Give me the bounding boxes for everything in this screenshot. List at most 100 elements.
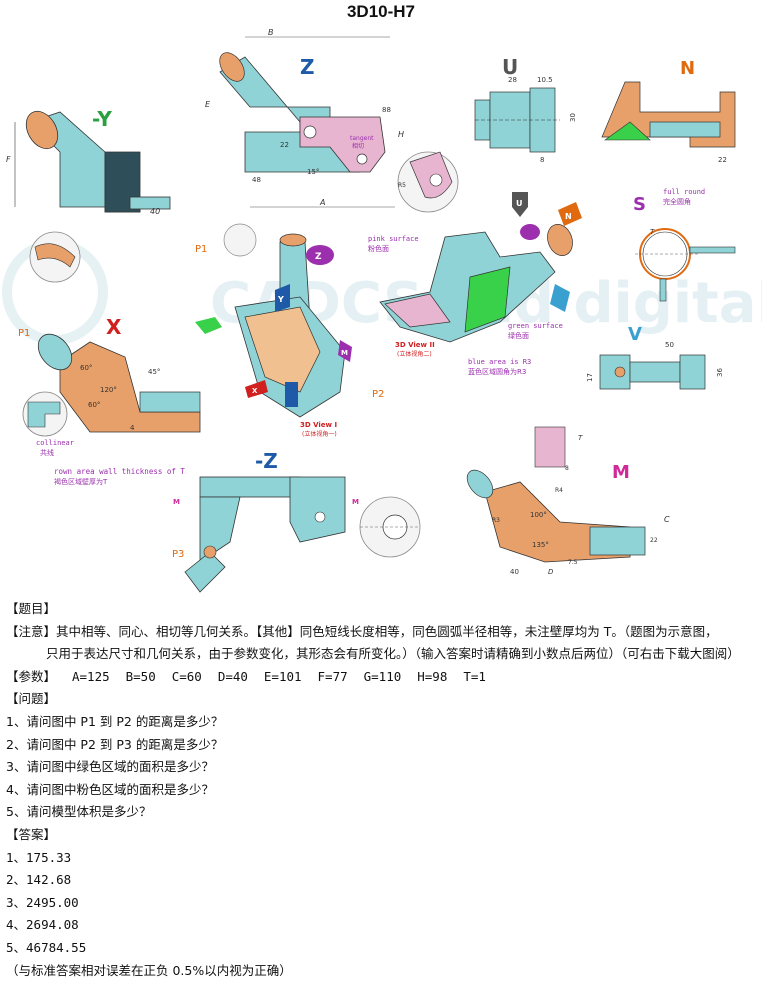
- view-u: U 28 10.5 30 8: [475, 55, 577, 164]
- dim-135-m: 135°: [532, 541, 549, 549]
- dim-50-v: 50: [665, 341, 674, 349]
- question-2: 2、请问图中 P2 到 P3 的距离是多少？: [6, 734, 756, 757]
- param-g: G=110: [364, 669, 402, 684]
- params-row: 【参数】 A=125 B=50 C=60 D=40 E=101 F=77 G=1…: [6, 666, 756, 689]
- params-label: 【参数】: [6, 669, 56, 684]
- label-pink-surface: pink surface: [368, 235, 419, 243]
- heading-problem: 【题目】: [6, 598, 756, 621]
- view-x: X P1 60° 120° 45° 60° 4 collinear 共线 row…: [18, 315, 200, 486]
- dim-r3-m: R3: [492, 517, 500, 524]
- dim-r5-z: R5: [398, 182, 406, 189]
- dim-t-s: T: [650, 228, 655, 236]
- view-label-x: X: [106, 315, 122, 339]
- note-line-1: 【注意】其中相等、同心、相切等几何关系。【其他】同色短线长度相等，同色圆弧半径相…: [6, 621, 756, 644]
- note-line-2: 只用于表达尺寸和几何关系，由于参数变化，其形态会有所变化。）（输入答案时请精确到…: [6, 643, 756, 666]
- label-tangent: tangent: [350, 135, 374, 142]
- label-tangent-cn: 相切: [352, 142, 364, 150]
- question-5: 5、请问模型体积是多少？: [6, 801, 756, 824]
- label-blue-area-cn: 蓝色区域圆角为R3: [468, 367, 526, 376]
- label-green-surface-cn: 绿色面: [508, 331, 529, 340]
- param-b: B=50: [126, 669, 156, 684]
- dim-22-z: 22: [280, 141, 289, 149]
- dim-7-5-m: 7.5: [568, 559, 578, 566]
- label-full-round: full round: [663, 188, 705, 196]
- dim-c-m: C: [664, 515, 670, 524]
- arrow-x-label: X: [252, 387, 258, 395]
- param-h: H=98: [417, 669, 447, 684]
- dim-60b-x: 60°: [88, 401, 100, 409]
- view-neg-z: -Z P3 M M: [172, 449, 420, 592]
- param-f: F=77: [318, 669, 348, 684]
- dim-h-z: H: [398, 130, 404, 139]
- point-p1-x: P1: [18, 328, 30, 339]
- dim-10-5-u: 10.5: [537, 76, 553, 84]
- dim-17-v: 17: [586, 373, 594, 382]
- question-1: 1、请问图中 P1 到 P2 的距离是多少？: [6, 711, 756, 734]
- dim-b-z: B: [268, 28, 274, 37]
- view-label-v: V: [628, 324, 642, 345]
- param-d: D=40: [218, 669, 248, 684]
- m-marker-right: M: [352, 498, 359, 506]
- dim-8-u: 8: [540, 156, 544, 164]
- label-collinear-cn: 共线: [40, 448, 54, 457]
- dim-100-m: 100°: [530, 511, 547, 519]
- view-n: N 22: [602, 58, 735, 164]
- view-label-s: S: [633, 194, 646, 215]
- dim-28-u: 28: [508, 76, 517, 84]
- param-t: T=1: [463, 669, 486, 684]
- m-marker-left: M: [173, 498, 180, 506]
- drawing-canvas: CADCS cad digital competition -Y F 40 B …: [0, 22, 762, 597]
- arrow-u-label: U: [516, 199, 523, 208]
- dim-d-m: D: [548, 568, 554, 576]
- dim-60-x: 60°: [80, 364, 92, 372]
- arrow-m-label: M: [341, 349, 348, 357]
- answer-5: 5、46784.55: [6, 937, 756, 960]
- answer-4: 4、2694.08: [6, 914, 756, 937]
- label-brown-area: rown area wall thickness of T: [54, 467, 185, 476]
- point-p2: P2: [372, 389, 384, 400]
- view-label-z: Z: [300, 55, 315, 79]
- view-z: B A 22 48 15° 88 E H tangent 相切 Z R5: [205, 28, 458, 212]
- page-title: 3D10-H7: [0, 2, 762, 22]
- dim-36-v: 36: [716, 368, 724, 377]
- view-label-3d-2-cn: (立体视角二): [397, 350, 432, 358]
- dim-15-z: 15°: [307, 168, 319, 176]
- heading-questions: 【问题】: [6, 688, 756, 711]
- view-label-n: N: [680, 58, 695, 79]
- arrow-n-label: N: [565, 212, 572, 221]
- label-collinear: collinear: [36, 439, 74, 447]
- view-label-3d-2: 3D View II: [395, 341, 435, 349]
- dim-40: 40: [150, 207, 160, 216]
- dim-a-z: A: [319, 198, 325, 207]
- view-label-m: M: [612, 462, 630, 483]
- view-label-3d-1: 3D View I: [300, 421, 337, 429]
- answer-1: 1、175.33: [6, 847, 756, 870]
- answer-3: 3、2495.00: [6, 892, 756, 915]
- question-3: 3、请问图中绿色区域的面积是多少？: [6, 756, 756, 779]
- question-4: 4、请问图中粉色区域的面积是多少？: [6, 779, 756, 802]
- point-p3: P3: [172, 549, 184, 560]
- point-p1: P1: [195, 244, 207, 255]
- param-a: A=125: [72, 669, 110, 684]
- answer-2: 2、142.68: [6, 869, 756, 892]
- arrow-y-label: Y: [277, 295, 284, 304]
- param-c: C=60: [172, 669, 202, 684]
- tolerance-note: （与标准答案相对误差在正负 0.5%以内视为正确）: [6, 960, 756, 982]
- dim-88-z: 88: [382, 106, 391, 114]
- dim-120-x: 120°: [100, 386, 117, 394]
- label-full-round-cn: 完全圆角: [663, 197, 691, 206]
- dim-r4-m: R4: [555, 487, 563, 494]
- arrow-z-label: Z: [315, 252, 322, 262]
- dim-8-m: 8: [565, 465, 569, 472]
- dim-f: F: [6, 155, 11, 164]
- dim-22-m: 22: [650, 537, 658, 544]
- label-green-surface: green surface: [508, 322, 563, 330]
- dim-48-z: 48: [252, 176, 261, 184]
- dim-45-x: 45°: [148, 368, 160, 376]
- dim-e-z: E: [205, 100, 211, 109]
- dim-t-m: T: [578, 434, 583, 442]
- param-e: E=101: [264, 669, 302, 684]
- heading-answers: 【答案】: [6, 824, 756, 847]
- problem-text: 【题目】 【注意】其中相等、同心、相切等几何关系。【其他】同色短线长度相等，同色…: [6, 598, 756, 982]
- dim-4-x: 4: [130, 424, 135, 432]
